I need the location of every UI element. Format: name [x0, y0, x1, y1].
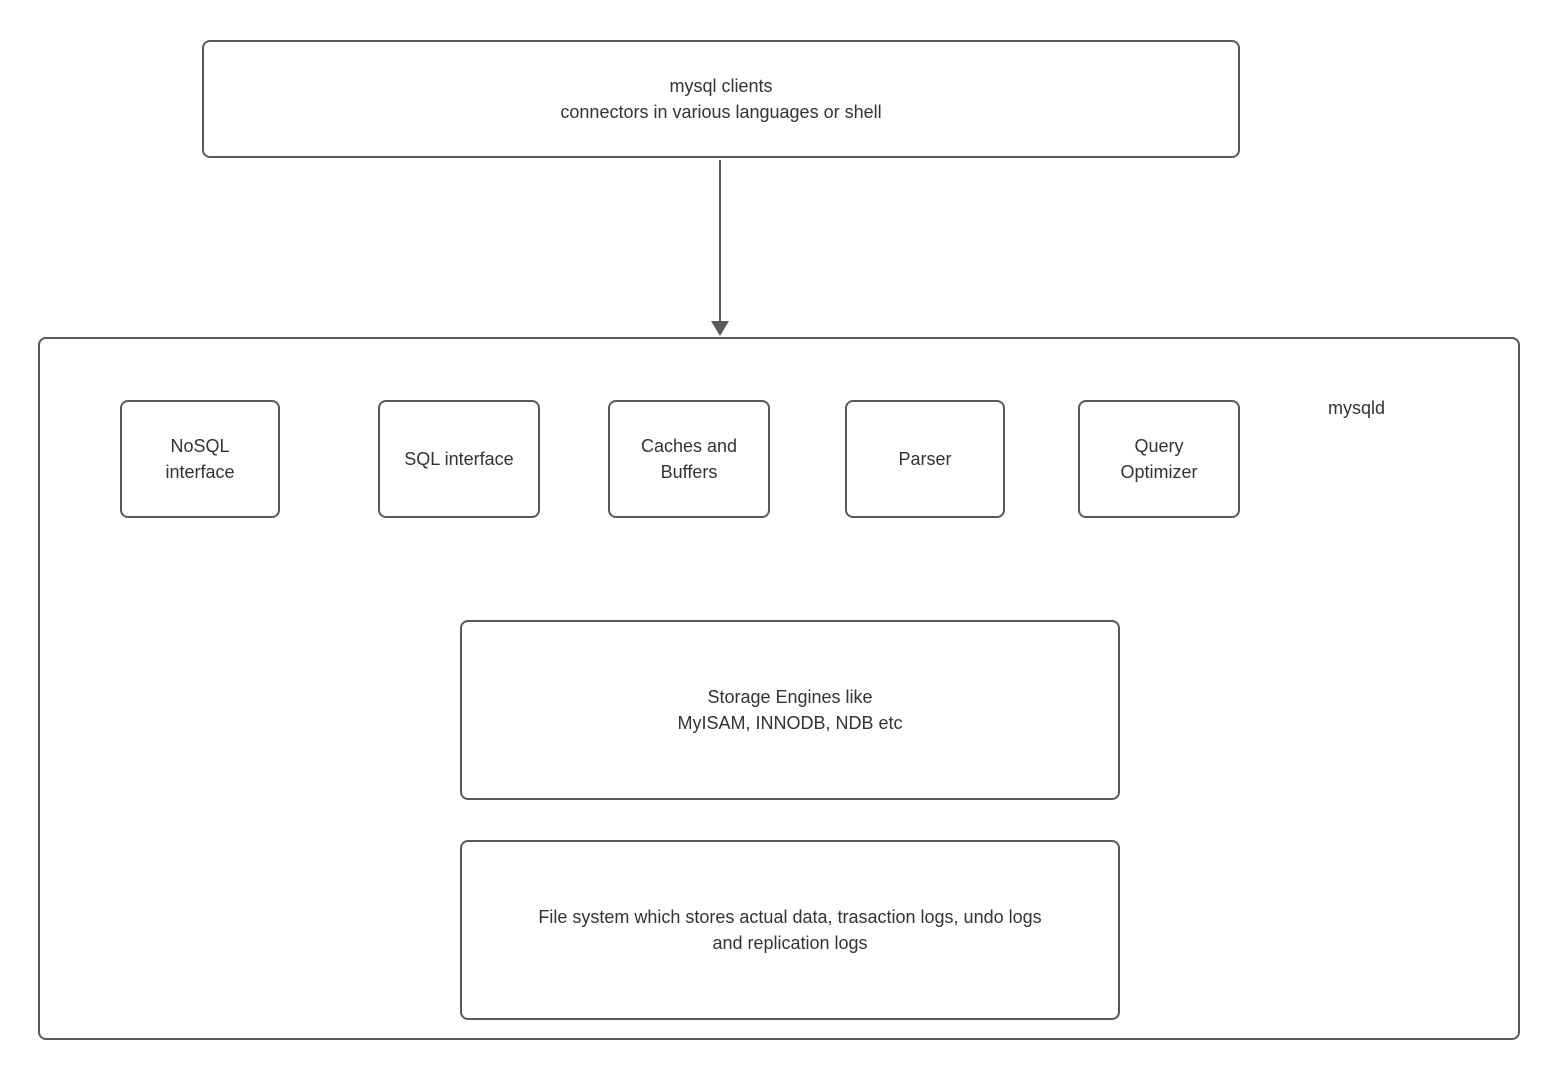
storage-engines-box: Storage Engines like MyISAM, INNODB, NDB… — [460, 620, 1120, 800]
caches-and-buffers-box: Caches and Buffers — [608, 400, 770, 518]
parser-box: Parser — [845, 400, 1005, 518]
query-optimizer-box: Query Optimizer — [1078, 400, 1240, 518]
nosql-interface-box: NoSQL interface — [120, 400, 280, 518]
clients-to-mysqld-arrow-line — [719, 160, 721, 322]
mysql-clients-box: mysql clients connectors in various lang… — [202, 40, 1240, 158]
mysqld-label: mysqld — [1328, 398, 1386, 418]
sql-interface-box: SQL interface — [378, 400, 540, 518]
file-system-box: File system which stores actual data, tr… — [460, 840, 1120, 1020]
clients-to-mysqld-arrow-head-icon — [711, 321, 729, 336]
